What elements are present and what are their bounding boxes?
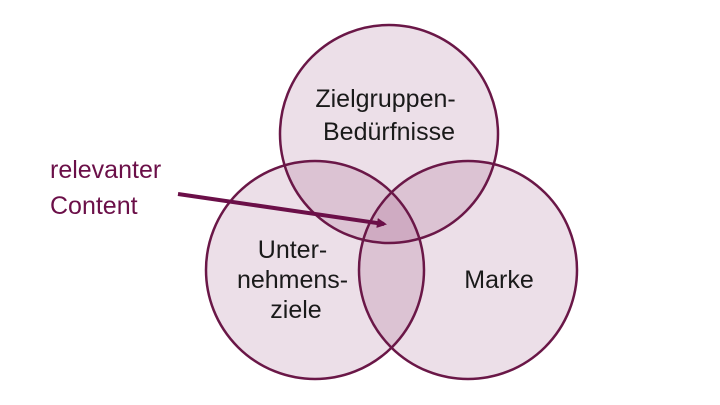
callout-relevanter-content: relevanter Content (50, 156, 168, 220)
circle-outline-top (278, 23, 500, 245)
label-zielgruppen: Zielgruppen- Bedürfnisse (315, 85, 462, 146)
label-unternehmensziele-line-2: nehmens- (237, 266, 348, 294)
circle-outline-left (204, 159, 426, 381)
circle-outline-right (357, 159, 579, 381)
callout-line-1: relevanter (50, 156, 161, 184)
label-unternehmensziele-line-1: Unter- (258, 236, 327, 264)
label-marke-line-1: Marke (464, 266, 533, 294)
callout-line-2: Content (50, 192, 138, 220)
label-unternehmensziele-line-3: ziele (270, 296, 321, 324)
callout-arrow (177, 192, 387, 228)
label-marke: Marke (464, 266, 533, 294)
label-zielgruppen-line-1: Zielgruppen- (315, 85, 455, 113)
overlap-top-right (359, 161, 498, 243)
overlap-top-left (280, 161, 424, 243)
label-zielgruppen-line-2: Bedürfnisse (323, 118, 455, 146)
label-unternehmensziele: Unter- nehmens- ziele (237, 236, 355, 324)
